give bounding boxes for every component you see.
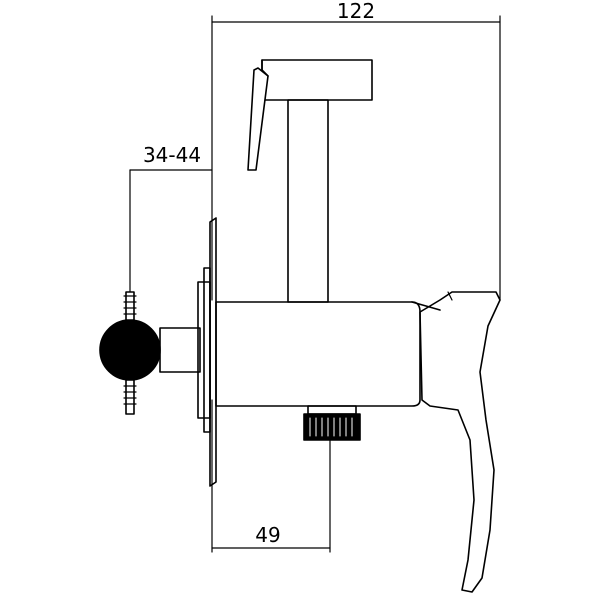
lever-handle — [419, 291, 501, 593]
dimension-outlet-offset — [211, 399, 331, 553]
dimension-wall-range — [129, 169, 213, 296]
valve-body — [215, 301, 441, 407]
escutcheon-plate — [197, 217, 217, 487]
dimension-overall-width — [211, 15, 501, 301]
outlet-thread — [303, 405, 361, 441]
riser-tube — [287, 99, 329, 303]
dimension-label-overall: 122 — [337, 0, 375, 23]
dimension-label-wall-range: 34-44 — [143, 143, 201, 167]
inlet-knob — [99, 291, 201, 415]
dimension-label-outlet: 49 — [255, 523, 280, 547]
hand-shower — [247, 59, 373, 171]
